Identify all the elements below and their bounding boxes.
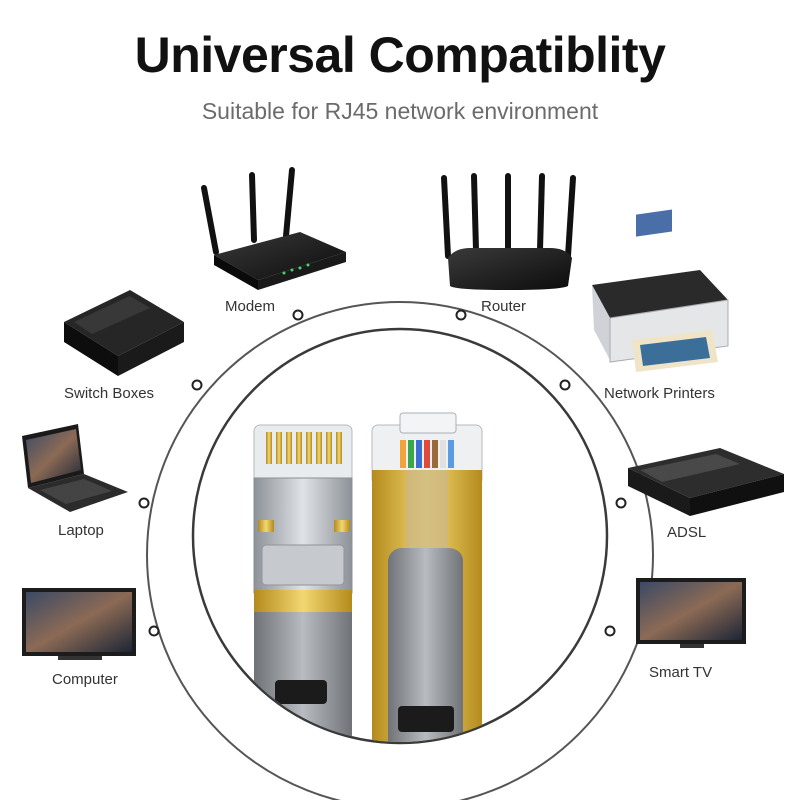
label-network-printers: Network Printers (604, 385, 715, 402)
router-icon (441, 173, 576, 290)
left-connector (253, 424, 353, 742)
label-smart-tv: Smart TV (649, 664, 713, 681)
switch-box-icon (64, 290, 184, 376)
page-title: Universal Compatiblity (134, 27, 666, 83)
ring-dots (138, 309, 627, 637)
modem-icon (201, 167, 346, 290)
label-computer: Computer (52, 671, 118, 688)
computer-icon (22, 588, 136, 660)
smart-tv-icon (636, 578, 746, 648)
adsl-icon (628, 448, 784, 516)
outer-ring (146, 301, 654, 800)
network-printer-icon (592, 209, 729, 372)
rj45-connectors (253, 412, 483, 742)
label-laptop: Laptop (58, 522, 104, 539)
label-router: Router (481, 298, 527, 315)
laptop-icon (22, 424, 128, 512)
page-subtitle: Suitable for RJ45 network environment (201, 98, 599, 124)
right-connector (371, 412, 483, 742)
label-adsl: ADSL (667, 524, 707, 541)
label-modem: Modem (225, 298, 276, 315)
label-switch-boxes: Switch Boxes (64, 385, 155, 402)
